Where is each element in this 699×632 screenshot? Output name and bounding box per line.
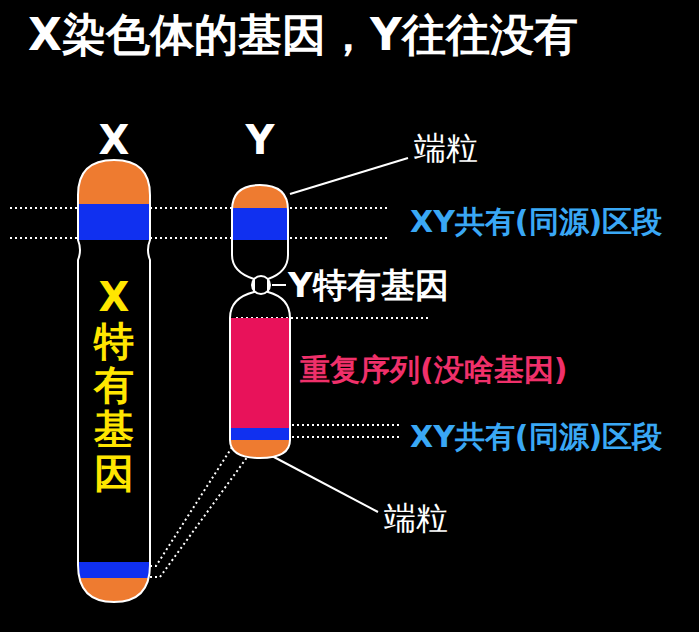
leader-lines bbox=[272, 158, 408, 512]
telomere-label: 端粒 bbox=[414, 130, 478, 167]
telomere-label: 端粒 bbox=[384, 500, 448, 537]
y-chromosome: Y bbox=[222, 115, 298, 465]
title: X染色体的基因，Y往往没有 bbox=[28, 10, 578, 61]
chromosome-name: Y bbox=[222, 117, 298, 163]
region-label: XY共有(同源)区段 bbox=[410, 205, 662, 240]
chromosome-name: X bbox=[70, 117, 158, 163]
x-chromosome: X X特有基因 bbox=[70, 115, 158, 607]
guide-lines bbox=[10, 208, 430, 577]
region-label: 重复序列(没啥基因) bbox=[300, 353, 567, 388]
gene-label: Y特有基因 bbox=[288, 266, 449, 305]
region-label: XY共有(同源)区段 bbox=[410, 420, 662, 455]
region-text: X特有基因 bbox=[94, 275, 134, 495]
chromosome-outline bbox=[222, 115, 298, 465]
